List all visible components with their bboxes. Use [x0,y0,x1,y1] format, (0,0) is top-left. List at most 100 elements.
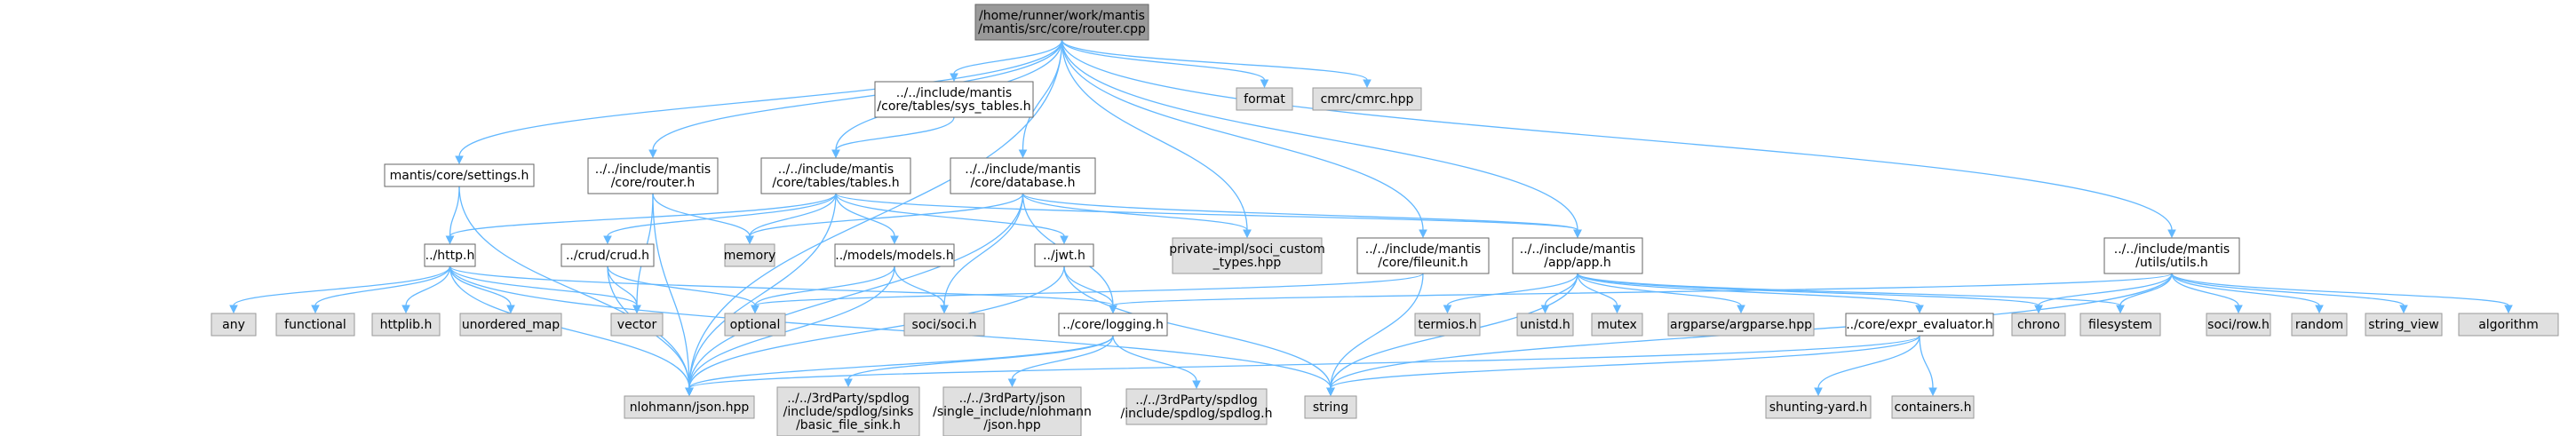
edge-tables-to-app [835,193,1582,239]
node-settings[interactable]: mantis/core/settings.h [384,163,535,187]
node-label: unistd.h [1520,318,1570,332]
node-box [211,313,257,337]
node-label: mutex [1597,318,1637,332]
node-label: ../http.h [425,249,475,263]
node-label: ../../include/mantis [595,163,711,177]
edge-utils-to-chrono [2034,273,2173,314]
node-label: /app/app.h [1544,256,1610,270]
edge-utils-to-logging [1109,273,2173,314]
edge-fileunit-to-optional [751,273,1424,314]
node-label: /json.hpp [983,418,1041,432]
node-fileunit[interactable]: ../../include/mantis/core/fileunit.h [1356,237,1490,274]
edge-root-to-fileunit [1061,39,1427,239]
node-memory: memory [724,243,775,267]
node-label: _types.hpp [1212,256,1282,270]
node-label: any [222,318,245,332]
edge-router_h-to-memory [652,193,754,245]
edge-logging-to-json3 [1007,335,1114,388]
node-label: ../core/expr_evaluator.h [1846,318,1993,332]
node-label: /core/tables/sys_tables.h [877,99,1030,114]
node-label: mantis/core/settings.h [390,169,529,183]
node-label: termios.h [1418,318,1476,332]
node-utils[interactable]: ../../include/mantis/utils/utils.h [2103,237,2240,274]
edge-app-to-expr [1577,273,1924,314]
node-optional: optional [724,313,786,337]
node-label: /core/database.h [971,176,1076,190]
node-tables[interactable]: ../../include/mantis/core/tables/tables.… [760,157,911,194]
edge-logging-to-json [685,335,1114,397]
node-label: algorithm [2478,318,2539,332]
edge-expr-to-containers [1919,335,1937,397]
node-box [371,313,441,337]
node-box [1414,313,1481,337]
node-json3: ../../3rdParty/json/single_include/nlohm… [933,386,1092,436]
node-box [974,4,1149,41]
edge-database-to-memory [745,193,1024,245]
node-label: optional [730,318,781,332]
node-label: ../models/models.h [835,249,953,263]
edges-layer [229,39,2513,397]
node-database[interactable]: ../../include/mantis/core/database.h [950,157,1096,194]
node-label: /utils/utils.h [2135,256,2208,270]
edge-root-to-settings [455,39,1063,165]
edge-app-to-mutex [1577,273,1622,314]
edge-app-to-termios [1443,273,1578,314]
node-sys_tables[interactable]: ../../include/mantis/core/tables/sys_tab… [874,81,1034,118]
edge-settings-to-json [458,186,694,397]
node-http[interactable]: ../http.h [424,243,476,267]
node-label: /include/spdlog/sinks [783,405,914,419]
node-unistd: unistd.h [1516,313,1574,337]
edge-app-to-chrono [1577,273,2043,314]
node-label: string_view [2368,318,2438,332]
node-box [1356,237,1490,274]
edge-http-to-functional [311,266,451,314]
node-box [724,243,775,267]
node-box [1667,313,1815,337]
node-box [624,395,755,419]
node-expr[interactable]: ../core/expr_evaluator.h [1845,313,1994,337]
node-box [275,313,355,337]
edge-utils-to-filesystem [2116,273,2173,314]
node-random: random [2291,313,2348,337]
node-root[interactable]: /home/runner/work/mantis/mantis/src/core… [974,4,1149,41]
edge-database-to-app [1022,193,1582,239]
node-chrono: chrono [2011,313,2066,337]
node-box [1172,237,1323,274]
node-label: ../../include/mantis [965,163,1080,177]
node-models[interactable]: ../models/models.h [834,243,955,267]
edge-utils-to-string_view [2171,273,2408,314]
edge-tables-to-http [445,193,837,245]
node-label: /core/router.h [611,176,696,190]
node-box [2458,313,2559,337]
node-label: ../core/logging.h [1062,318,1164,332]
node-string_view: string_view [2365,313,2443,337]
edge-utils-to-algorithm [2171,273,2513,314]
node-logging[interactable]: ../core/logging.h [1058,313,1168,337]
edge-logging-to-spdlog [1112,335,1201,390]
node-jwt[interactable]: ../jwt.h [1034,243,1094,267]
node-label: argparse/argparse.hpp [1670,318,1812,332]
edge-sys_tables-to-tables [831,116,955,159]
edge-expr-to-string [1326,335,1920,397]
node-box [2103,237,2240,274]
node-label: ../../3rdParty/spdlog [1135,393,1258,408]
node-box [1765,395,1872,419]
node-box [1845,313,1994,337]
node-crud[interactable]: ../crud/crud.h [561,243,655,267]
node-label: /core/tables/tables.h [772,176,899,190]
edge-root-to-cmrc [1061,39,1371,89]
edge-expr-to-json [685,335,1920,397]
node-termios: termios.h [1414,313,1481,337]
node-router_h[interactable]: ../../include/mantis/core/router.h [587,157,719,194]
node-label: ../../3rdParty/json [959,392,1066,406]
node-app[interactable]: ../../include/mantis/app/app.h [1512,237,1643,274]
node-box [1304,395,1357,419]
node-box [942,386,1082,436]
node-box [1034,243,1094,267]
nodes-layer: /home/runner/work/mantis/mantis/src/core… [211,4,2559,436]
node-box [587,157,719,194]
edge-tables-to-crud [603,193,837,245]
node-label: ../../include/mantis [896,86,1012,100]
node-mutex: mutex [1591,313,1643,337]
